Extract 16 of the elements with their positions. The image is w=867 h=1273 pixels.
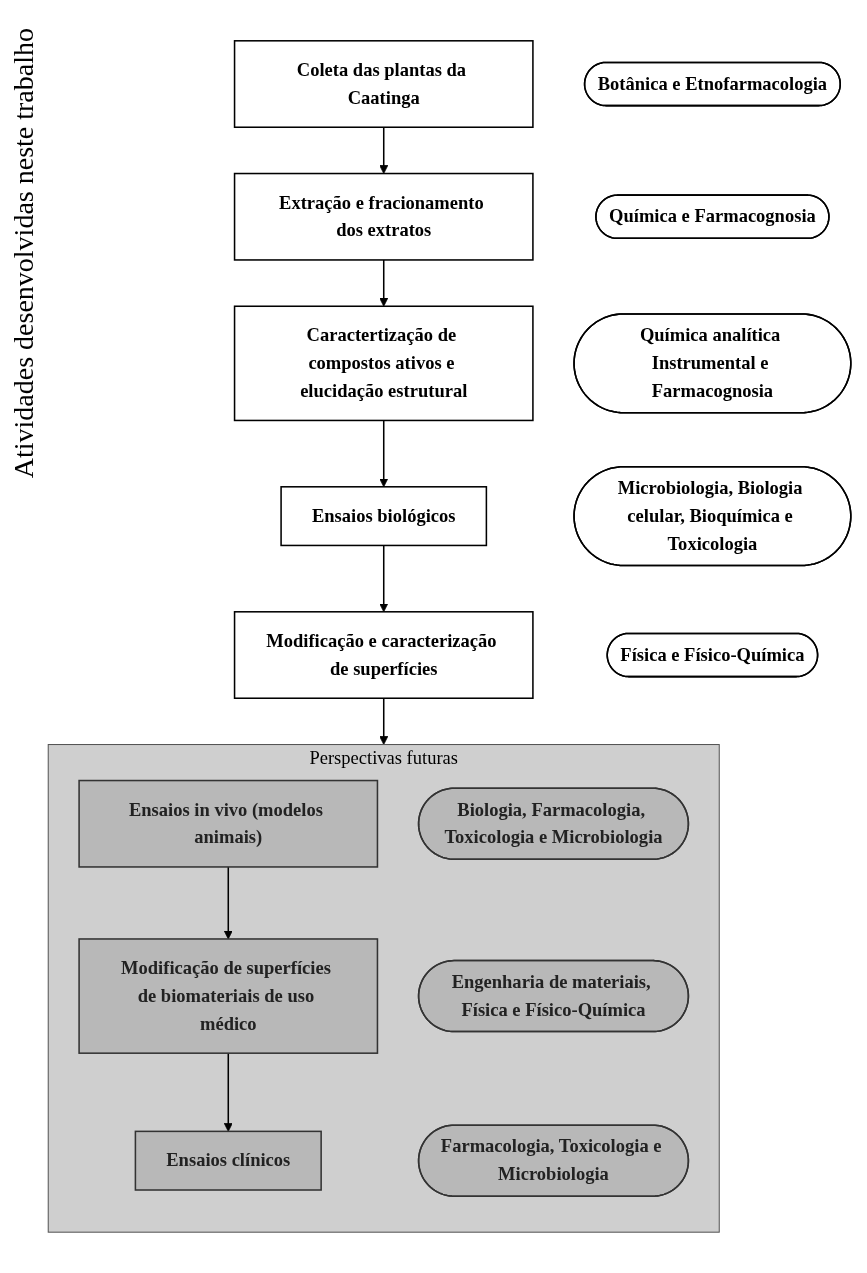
side-label: Atividades desenvolvidas neste trabalho [8, 28, 40, 479]
arrow [379, 259, 389, 307]
node-box: Caractertização de compostos ativos e elucidação estrutural [233, 305, 534, 422]
arrow [223, 866, 233, 940]
arrow [379, 419, 389, 488]
arrow [223, 1052, 233, 1132]
node-box: Modificação de superfícies de biomateriais de uso médico [78, 938, 379, 1054]
node-box: Modificação e caracterização de superfícies [233, 611, 534, 699]
arrow [379, 544, 389, 613]
arrow [379, 126, 389, 174]
node-box: Coleta das plantas da Caatinga [233, 40, 534, 128]
node-box: Ensaios in vivo (modelos animais) [78, 779, 379, 868]
node-box: Extração e fracionamento dos extratos [233, 172, 534, 261]
arrow [379, 697, 389, 745]
node-box: Ensaios clínicos [134, 1130, 322, 1191]
node-box: Ensaios biológicos [280, 486, 488, 547]
